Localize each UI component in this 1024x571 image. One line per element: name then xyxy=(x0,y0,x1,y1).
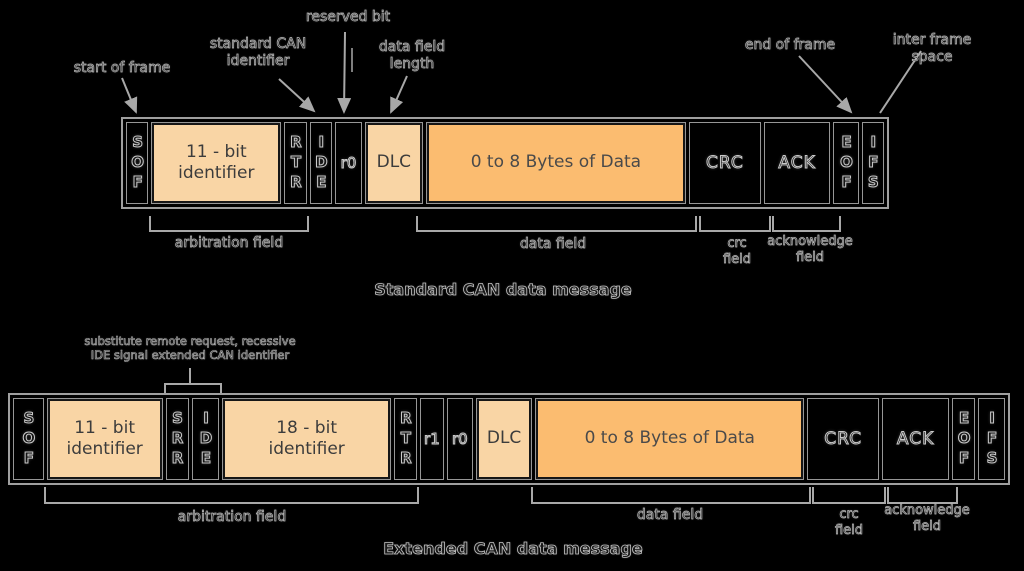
title-standard-can: Standard CAN data message xyxy=(374,280,632,300)
cell-18bit-identifier: 18 - bit identifier xyxy=(222,398,391,480)
cell-r0-ext: r0 xyxy=(446,398,473,480)
label-end-of-frame: end of frame xyxy=(744,37,836,54)
title-extended-can: Extended CAN data message xyxy=(383,539,643,559)
label-acknowledge-field-standard: acknowledge field xyxy=(767,234,853,265)
label-data-field-extended: data field xyxy=(636,507,704,524)
ack-label: ACK xyxy=(778,153,816,174)
r0-label: r0 xyxy=(451,430,468,449)
cell-eof: EOF xyxy=(833,122,859,204)
ifs-label: IFS xyxy=(864,133,883,194)
arrow-standard-can-identifier xyxy=(278,78,316,113)
cell-rtr: RTR xyxy=(284,122,307,204)
label-reserved-bit: reserved bit xyxy=(305,9,391,26)
dlc-label: DLC xyxy=(376,152,412,173)
cell-r1: r1 xyxy=(419,398,444,480)
bracket-arbitration-field-extended xyxy=(44,487,419,504)
srr-label: SRR xyxy=(168,409,187,470)
cell-ide: IDE xyxy=(309,122,333,204)
bracket-crc-field-extended xyxy=(812,487,886,504)
cell-11bit-identifier: 11 - bit identifier xyxy=(151,122,282,204)
crc-label: CRC xyxy=(706,153,744,174)
data-label: 0 to 8 Bytes of Data xyxy=(584,428,755,449)
cell-ack: ACK xyxy=(763,122,831,204)
label-data-field-length: data field length xyxy=(378,39,446,72)
cell-data-ext: 0 to 8 Bytes of Data xyxy=(535,398,805,480)
arrow-start-of-frame xyxy=(121,77,138,114)
cell-eof-ext: EOF xyxy=(952,398,976,480)
cell-dlc-ext: DLC xyxy=(475,398,533,480)
label-data-field-standard: data field xyxy=(519,236,587,253)
bracket-acknowledge-field-extended xyxy=(887,487,958,504)
ifs-label: IFS xyxy=(983,409,1002,470)
cell-data: 0 to 8 Bytes of Data xyxy=(425,122,687,204)
cell-11bit-identifier-ext: 11 - bit identifier xyxy=(46,398,163,480)
label-arbitration-field-standard: arbitration field xyxy=(174,235,284,252)
standard-can-frame: SOF 11 - bit identifier RTR IDE r0 DLC 0… xyxy=(121,117,889,209)
arrow-data-field-length xyxy=(390,75,408,114)
ide-label: IDE xyxy=(196,409,215,470)
cell-rtr-ext: RTR xyxy=(393,398,417,480)
data-label: 0 to 8 Bytes of Data xyxy=(470,152,642,173)
cell-ide-ext: IDE xyxy=(191,398,220,480)
cell-ack-ext: ACK xyxy=(882,398,950,480)
sof-label: SOF xyxy=(19,409,38,470)
ide-label: IDE xyxy=(312,133,331,194)
cell-ifs: IFS xyxy=(861,122,885,204)
ack-label: ACK xyxy=(896,429,935,450)
dlc-label: DLC xyxy=(486,428,522,449)
cell-sof-ext: SOF xyxy=(13,398,44,480)
sof-label: SOF xyxy=(128,133,147,194)
arrow-reserved-bit xyxy=(337,31,352,114)
label-crc-field-standard: crc field xyxy=(722,236,752,267)
label-start-of-frame: start of frame xyxy=(73,60,171,77)
label-arbitration-field-extended: arbitration field xyxy=(177,509,287,526)
cell-sof: SOF xyxy=(126,122,149,204)
cell-dlc: DLC xyxy=(365,122,423,204)
identifier-label: 11 - bit identifier xyxy=(66,417,143,459)
label-substitute-note: substitute remote request, recessive IDE… xyxy=(84,334,296,362)
cell-crc: CRC xyxy=(689,122,761,204)
bracket-arbitration-field-standard xyxy=(149,216,309,232)
label-inter-frame-space: inter frame space xyxy=(892,32,972,65)
bracket-data-field-extended xyxy=(531,487,811,504)
crc-label: CRC xyxy=(824,429,862,450)
extended-can-frame: SOF 11 - bit identifier SRR IDE 18 - bit… xyxy=(8,393,1010,485)
bracket-acknowledge-field-standard xyxy=(772,216,841,232)
arrow-end-of-frame xyxy=(798,55,853,114)
cell-srr: SRR xyxy=(165,398,189,480)
label-standard-can-identifier: standard CAN identifier xyxy=(209,36,307,69)
rtr-label: RTR xyxy=(286,133,305,194)
cell-r0: r0 xyxy=(335,122,363,204)
rtr-label: RTR xyxy=(396,409,415,470)
r1-label: r1 xyxy=(424,430,441,449)
eof-label: EOF xyxy=(837,133,856,194)
eof-label: EOF xyxy=(955,409,974,470)
cell-ifs-ext: IFS xyxy=(978,398,1006,480)
bracket-crc-field-standard xyxy=(699,216,771,232)
cell-crc-ext: CRC xyxy=(807,398,880,480)
bracket-data-field-standard xyxy=(416,216,697,232)
identifier-label: 18 - bit identifier xyxy=(268,417,345,459)
label-acknowledge-field-extended: acknowledge field xyxy=(884,503,970,534)
identifier-label: 11 - bit identifier xyxy=(178,141,255,183)
label-crc-field-extended: crc field xyxy=(834,507,864,538)
r0-label: r0 xyxy=(340,154,357,173)
